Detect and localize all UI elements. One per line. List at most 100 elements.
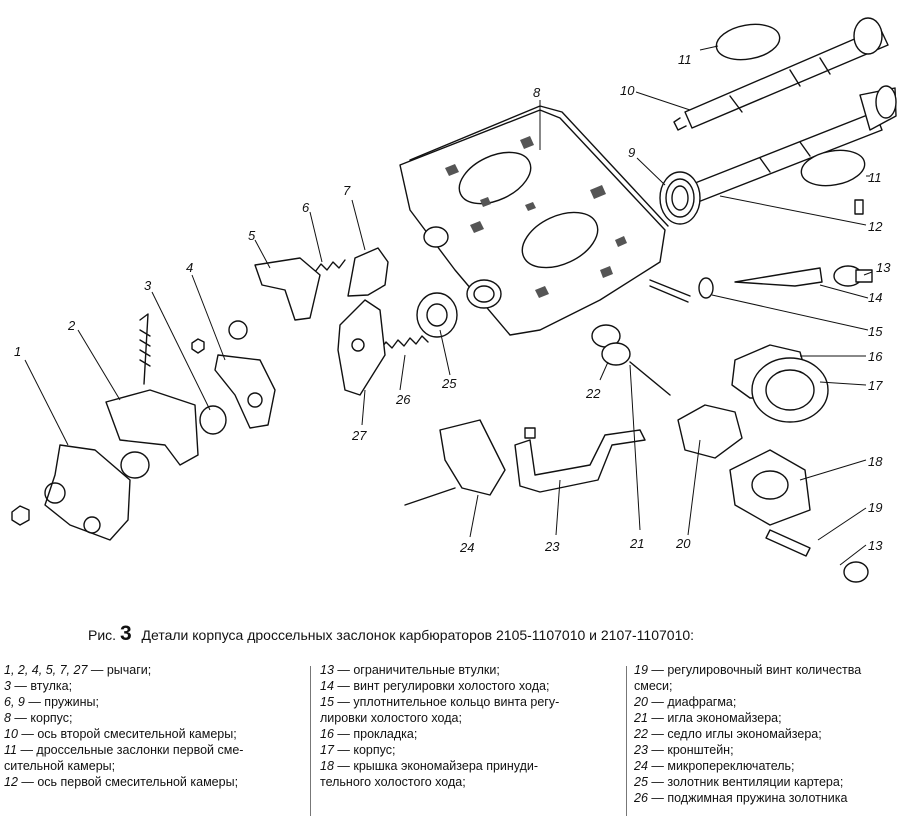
legend-text: — седло иглы экономайзера; (647, 727, 822, 741)
part-25-spool (416, 292, 458, 338)
label-1: 1 (14, 344, 21, 359)
legend-key: 17 (320, 743, 334, 757)
legend-key: 19 (634, 663, 648, 677)
legend-entry: 10 — ось второй смесительной камеры; (4, 726, 304, 742)
washer (120, 451, 150, 479)
legend-key: 20 (634, 695, 648, 709)
legend-entry: 26 — поджимная пружина золотника (634, 790, 919, 806)
part-4-lever (214, 354, 276, 429)
label-22: 22 (585, 386, 601, 401)
legend-text: — микропереключатель; (647, 759, 795, 773)
legend-key: 12 (4, 775, 18, 789)
legend-entry: 6, 9 — пружины; (4, 694, 304, 710)
legend-key: 25 (634, 775, 648, 789)
part-1-lever (44, 444, 131, 541)
part-17-housing (751, 357, 829, 423)
legend-divider (310, 666, 311, 816)
legend-text: — винт регулировки холостого хода; (333, 679, 550, 693)
legend-key: 21 (634, 711, 648, 725)
legend-entry: 14 — винт регулировки холостого хода; (320, 678, 620, 694)
legend-entry: 8 — корпус; (4, 710, 304, 726)
legend-text: — крышка экономайзера принуди- (333, 759, 539, 773)
legend-text: — прокладка; (333, 727, 418, 741)
label-17: 17 (868, 378, 883, 393)
legend-key: 14 (320, 679, 334, 693)
part-22-needle-seat (601, 342, 631, 366)
legend-column-1: 1, 2, 4, 5, 7, 27 — рычаги;3 — втулка;6,… (4, 662, 304, 790)
part-24-microswitch (404, 419, 536, 506)
legend-key: 3 (4, 679, 11, 693)
legend-entry: 24 — микропереключатель; (634, 758, 919, 774)
legend-key: 24 (634, 759, 648, 773)
label-21: 21 (629, 536, 644, 551)
part-12-axle (689, 85, 897, 203)
part-6-spring (314, 259, 346, 273)
legend-entry: 1, 2, 4, 5, 7, 27 — рычаги; (4, 662, 304, 678)
legend-key: 10 (4, 727, 18, 741)
legend-entry: 11 — дроссельные заслонки первой сме- (4, 742, 304, 758)
label-18: 18 (868, 454, 883, 469)
part-5-lever (254, 257, 321, 321)
label-13-lower: 13 (868, 538, 883, 553)
legend-text: — корпус; (333, 743, 396, 757)
legend-entry: 19 — регулировочный винт количества (634, 662, 919, 678)
legend-entry: 22 — седло иглы экономайзера; (634, 726, 919, 742)
part-21-needle (629, 361, 671, 396)
small-screw (854, 199, 864, 215)
part-23-bracket (514, 429, 646, 493)
legend-text: смеси; (634, 679, 673, 693)
legend-key: 11 (4, 743, 17, 757)
legend-key: 22 (634, 727, 648, 741)
part-26-spring (379, 335, 429, 351)
legend-divider (626, 666, 627, 816)
figure-title: Детали корпуса дроссельных заслонок карб… (141, 627, 695, 643)
legend-key: 26 (634, 791, 648, 805)
label-23: 23 (544, 539, 560, 554)
legend-key: 18 (320, 759, 334, 773)
legend-text: — уплотнительное кольцо винта регу- (333, 695, 560, 709)
legend-key: 15 (320, 695, 334, 709)
label-19: 19 (868, 500, 882, 515)
part-27-lever (337, 299, 386, 396)
label-13-top: 13 (876, 260, 891, 275)
label-8: 8 (533, 85, 541, 100)
legend-entry: 20 — диафрагма; (634, 694, 919, 710)
part-20-diaphragm (677, 404, 743, 459)
legend-text: лировки холостого хода; (320, 711, 462, 725)
label-15: 15 (868, 324, 883, 339)
legend-key: 16 (320, 727, 334, 741)
part-9-spring (659, 171, 701, 225)
legend-entry: 21 — игла экономайзера; (634, 710, 919, 726)
figure-number: 3 (119, 622, 132, 645)
label-10: 10 (620, 83, 635, 98)
part-8-body (399, 105, 691, 348)
label-9: 9 (628, 145, 635, 160)
part-number-labels: 1 2 3 4 5 6 7 8 9 10 11 11 12 13 13 14 1… (14, 52, 891, 555)
nut-small (191, 338, 205, 354)
label-16: 16 (868, 349, 883, 364)
part-11-throttle-plate-lower (800, 149, 866, 187)
label-26: 26 (395, 392, 411, 407)
label-11-lower: 11 (868, 170, 882, 185)
label-4: 4 (186, 260, 193, 275)
legend-key: 8 (4, 711, 11, 725)
label-24: 24 (459, 540, 474, 555)
legend-text: — ось первой смесительной камеры; (17, 775, 239, 789)
legend-text: — ось второй смесительной камеры; (17, 727, 237, 741)
legend-entry: сительной камеры; (4, 758, 304, 774)
nut (11, 505, 30, 526)
legend-entry: 18 — крышка экономайзера принуди- (320, 758, 620, 774)
label-2: 2 (67, 318, 76, 333)
legend-entry: 17 — корпус; (320, 742, 620, 758)
legend-text: — игла экономайзера; (647, 711, 782, 725)
legend-text: — корпус; (10, 711, 73, 725)
legend-text: — поджимная пружина золотника (647, 791, 848, 805)
figure-prefix: Рис. (88, 627, 117, 643)
label-7: 7 (343, 183, 351, 198)
legend-text: — дроссельные заслонки первой сме- (16, 743, 244, 757)
legend-entry: 16 — прокладка; (320, 726, 620, 742)
part-19-screw (765, 529, 811, 557)
part-14-idle-screw (734, 267, 823, 287)
figure-caption: Рис. 3 Детали корпуса дроссельных заслон… (88, 622, 908, 646)
